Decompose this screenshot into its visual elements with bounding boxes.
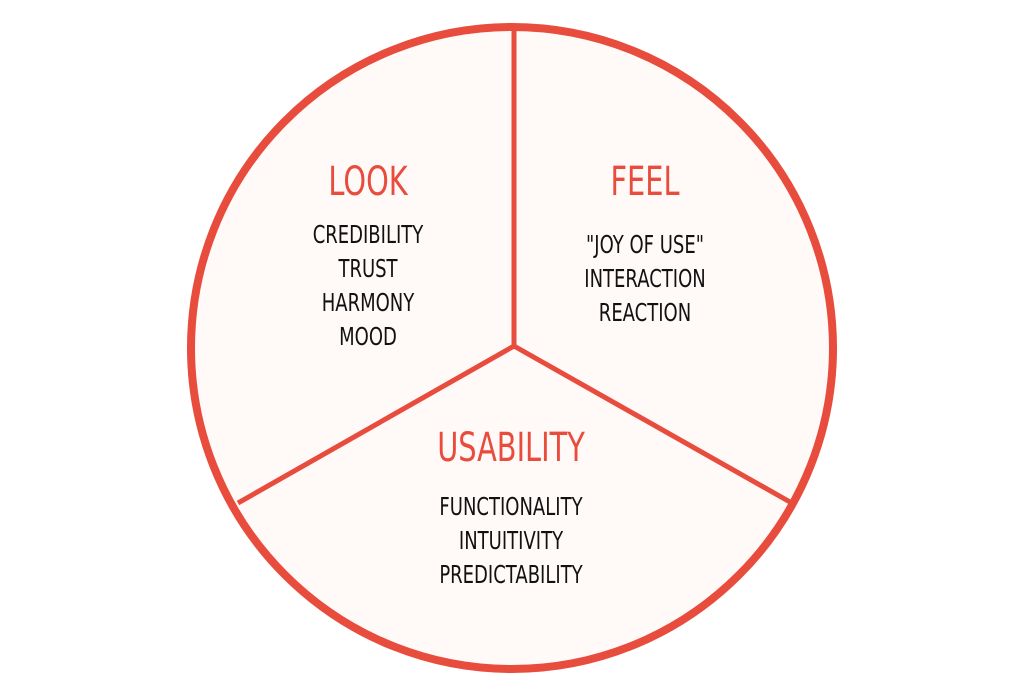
- segment-item: HARMONY: [321, 288, 415, 317]
- segment-title-feel: FEEL: [610, 159, 680, 205]
- segment-item: INTERACTION: [584, 264, 706, 293]
- segment-title-look: LOOK: [328, 159, 408, 205]
- segment-title-usability: USABILITY: [437, 425, 585, 471]
- segment-item: MOOD: [339, 322, 397, 351]
- divider-right: [512, 343, 792, 505]
- segment-item: INTUITIVITY: [458, 526, 564, 555]
- segment-feel: FEEL "JOY OF USE" INTERACTION REACTION: [551, 160, 738, 330]
- segment-item: REACTION: [598, 298, 692, 327]
- segment-item: CREDIBILITY: [312, 220, 424, 249]
- segment-look: LOOK CREDIBILITY TRUST HARMONY MOOD: [274, 160, 461, 354]
- segment-usability: USABILITY FUNCTIONALITY INTUITIVITY PRED…: [417, 426, 604, 592]
- segment-item: "JOY OF USE": [586, 230, 704, 259]
- divider-left: [236, 343, 516, 506]
- segment-item: PREDICTABILITY: [439, 560, 583, 589]
- segment-item: FUNCTIONALITY: [439, 492, 583, 521]
- segment-item: TRUST: [338, 254, 398, 283]
